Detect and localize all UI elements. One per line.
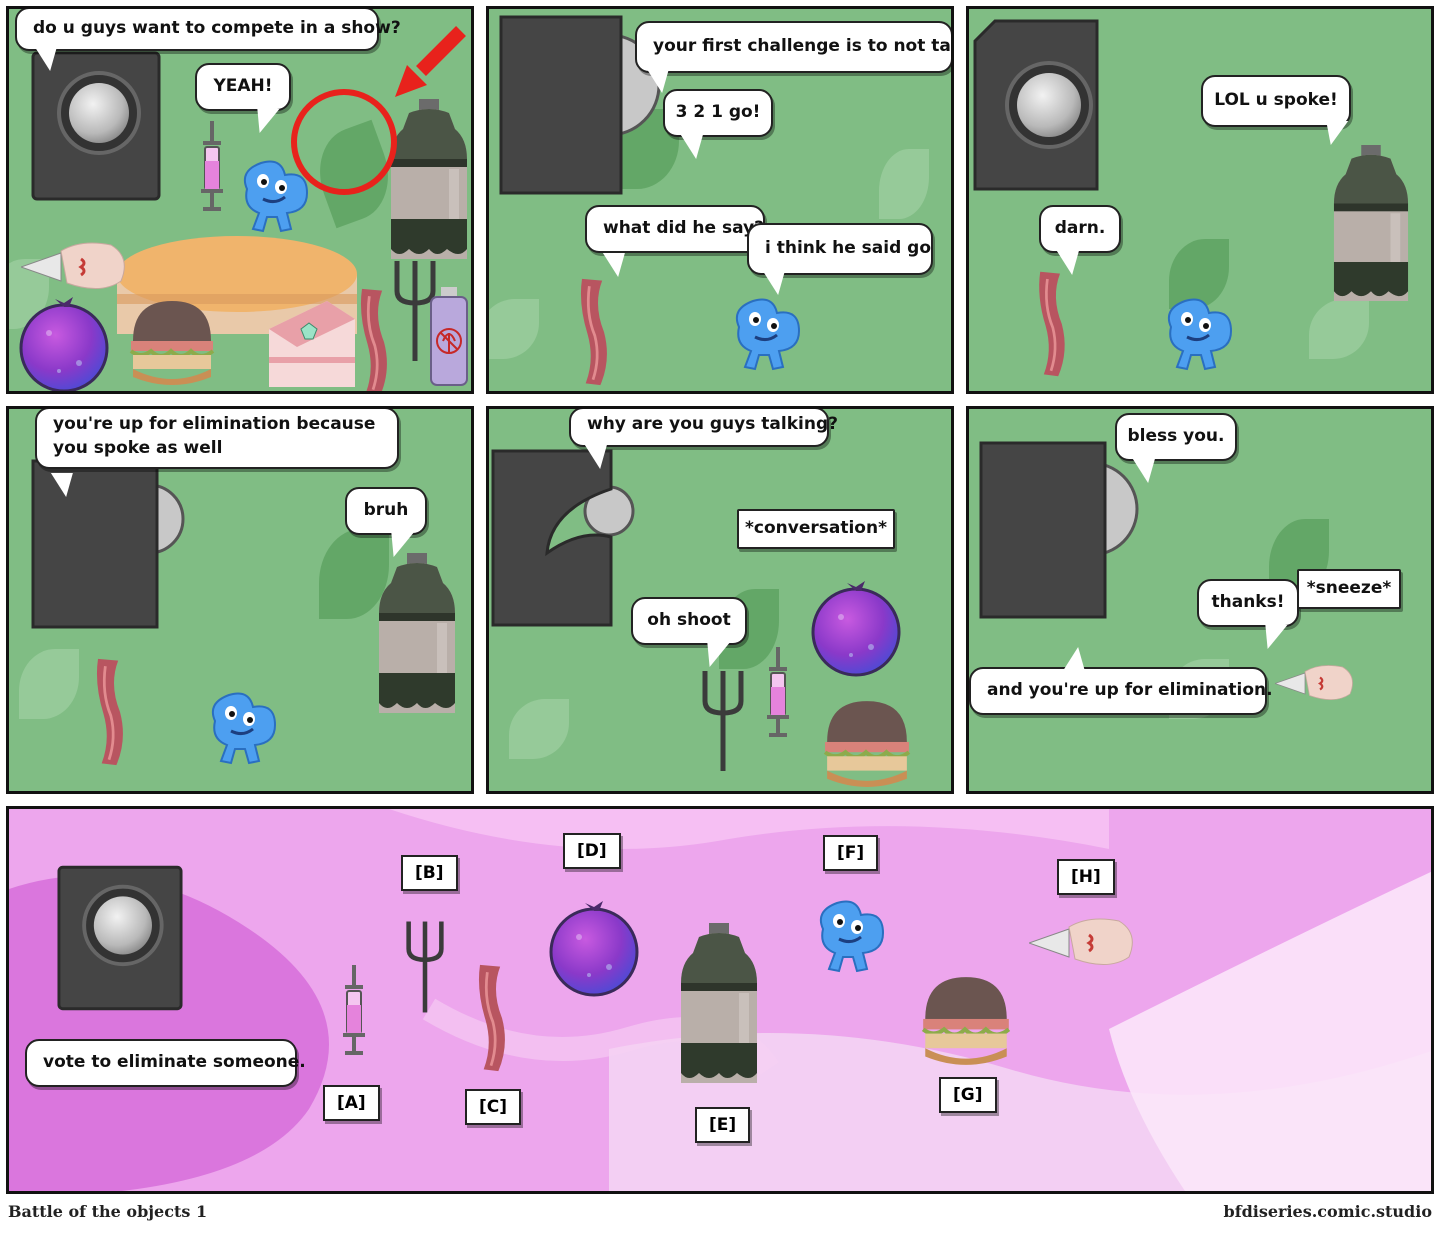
panel-7: vote to eliminate someone. [A] [B] [C] […: [6, 806, 1434, 1194]
vote-label-b: [B]: [401, 855, 458, 891]
speech-bubble: thanks!: [1197, 579, 1299, 627]
site-link[interactable]: bfdiseries.comic.studio: [1223, 1202, 1433, 1221]
panel-1: do u guys want to compete in a show? YEA…: [6, 6, 474, 394]
speaker-character: [491, 449, 635, 627]
bubble-tail: [646, 69, 674, 93]
speech-bubble: darn.: [1039, 205, 1121, 253]
speech-bubble: your first challenge is to not talk.: [635, 21, 951, 73]
four-character: [1165, 297, 1235, 372]
bubble-tail: [680, 135, 708, 159]
bubble-tail: [1132, 459, 1160, 483]
speech-bubble: oh shoot: [631, 597, 747, 645]
grape-character: [19, 293, 109, 393]
grape-character: [811, 577, 901, 677]
panel-4: you're up for elimination because you sp…: [6, 406, 474, 794]
speaker-character: [979, 441, 1139, 619]
speech-bubble: i think he said go: [747, 223, 933, 275]
leaf-decoration: [489, 299, 539, 359]
speech-bubble: LOL u spoke!: [1201, 75, 1351, 127]
leaf-decoration: [19, 649, 79, 719]
bubble-tail: [602, 253, 630, 277]
spray-can-character: [429, 287, 469, 387]
bubble-tail: [1056, 251, 1084, 275]
syringe-character: [763, 645, 793, 749]
vote-label-h: [H]: [1057, 859, 1115, 895]
bottle-character: [389, 99, 469, 259]
speech-bubble: bless you.: [1115, 413, 1237, 461]
bubble-tail: [1256, 625, 1288, 649]
speech-bubble: why are you guys talking?: [569, 409, 838, 447]
leaf-decoration: [509, 699, 569, 759]
fork-character: [701, 671, 745, 771]
bubble-tail: [584, 445, 612, 469]
speech-bubble: what did he say?: [585, 205, 765, 253]
comic-title: Battle of the objects 1: [8, 1202, 208, 1221]
speech-bubble: do u guys want to compete in a show?: [15, 9, 401, 51]
bottle-character: [1329, 145, 1413, 301]
speech-bubble: you're up for elimination because you sp…: [35, 409, 399, 469]
bubble-tail: [1062, 647, 1090, 671]
bubble-tail: [248, 109, 280, 133]
pastry-bag-character: [1029, 913, 1139, 973]
vote-label-d: [D]: [563, 833, 621, 869]
sound-effect-box: *sneeze*: [1297, 569, 1401, 609]
vote-label-a: [A]: [323, 1085, 380, 1121]
panel-6: bless you. thanks! *sneeze* and you're u…: [966, 406, 1434, 794]
burger-character: [821, 697, 913, 789]
speaker-character: [57, 851, 183, 1025]
red-circle-highlight: [291, 89, 397, 195]
speech-bubble: 3 2 1 go!: [663, 89, 773, 137]
bubble-tail: [50, 473, 78, 497]
bubble-tail: [1319, 121, 1349, 145]
panel-3: LOL u spoke! darn.: [966, 6, 1434, 394]
burger-character: [127, 297, 217, 387]
bacon-character: [89, 657, 129, 767]
speaker-character: [31, 51, 161, 201]
four-character: [209, 691, 279, 766]
fork-character: [405, 917, 445, 1017]
leaf-decoration: [879, 149, 929, 219]
four-character: [817, 899, 887, 974]
vote-label-f: [F]: [823, 835, 879, 871]
syringe-character: [339, 963, 369, 1067]
vote-label-e: [E]: [695, 1107, 751, 1143]
cake-character: [117, 236, 357, 334]
pastry-bag-character: [1275, 661, 1385, 721]
bacon-character: [471, 963, 511, 1073]
speaker-character: [31, 459, 185, 629]
speech-bubble: vote to eliminate someone.: [25, 1039, 306, 1087]
bacon-character: [353, 287, 393, 394]
speech-bubble: bruh: [345, 487, 427, 535]
bacon-character: [1033, 269, 1069, 379]
grape-character: [549, 897, 639, 997]
bubble-tail: [34, 47, 62, 71]
vote-label-c: [C]: [465, 1089, 522, 1125]
syringe-character: [197, 121, 227, 221]
cake-slice-character: [269, 301, 355, 387]
bottle-character: [677, 923, 761, 1083]
speech-bubble: YEAH!: [195, 63, 291, 111]
red-arrow-icon: [395, 26, 466, 97]
speaker-character: [499, 15, 661, 195]
speaker-character: [973, 19, 1099, 191]
burger-character: [919, 973, 1013, 1067]
pastry-bag-character: [21, 237, 131, 297]
panel-5: why are you guys talking? *conversation*…: [486, 406, 954, 794]
panel-2: your first challenge is to not talk. 3 2…: [486, 6, 954, 394]
vote-label-g: [G]: [939, 1077, 997, 1113]
bacon-character: [573, 277, 613, 387]
bottle-character: [375, 553, 459, 713]
speech-bubble: and you're up for elimination.: [969, 667, 1273, 715]
bubble-tail: [762, 271, 790, 295]
sound-effect-box: *conversation*: [737, 509, 895, 549]
leaf-decoration: [1309, 299, 1369, 359]
four-character: [733, 297, 803, 372]
